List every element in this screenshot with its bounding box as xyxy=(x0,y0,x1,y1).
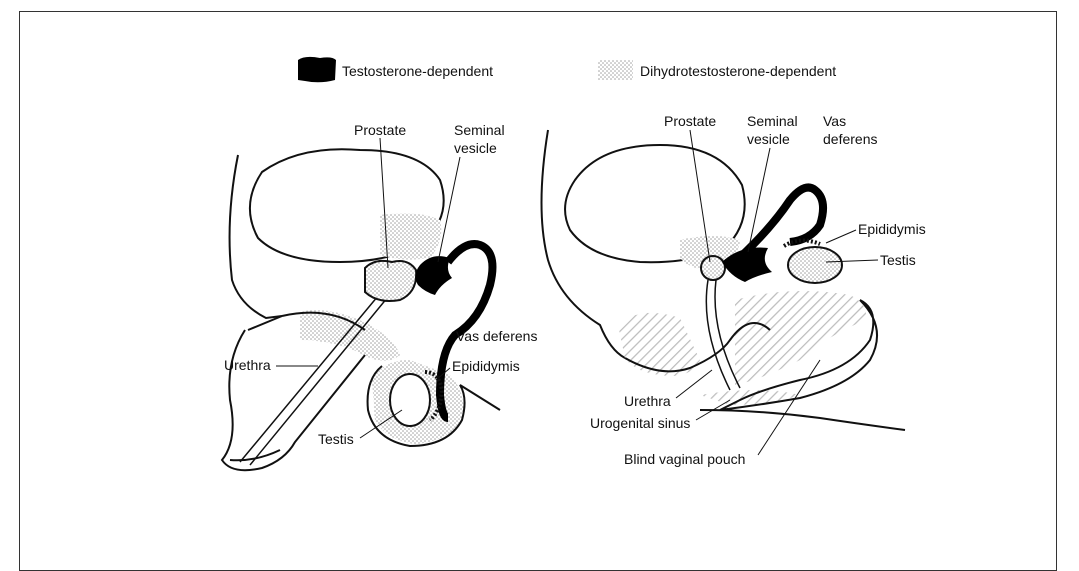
left-diagram xyxy=(222,149,500,470)
urethra-stipple-left xyxy=(300,310,400,361)
dht-legend-swatch xyxy=(598,60,633,80)
prostate-stipple-left xyxy=(380,213,441,259)
testis-left xyxy=(390,374,430,426)
hatch-region-3 xyxy=(700,390,800,405)
label-vas-right-2: deferens xyxy=(823,131,877,147)
label-seminal-right-2: vesicle xyxy=(747,131,790,147)
hatch-region-1 xyxy=(618,313,700,376)
anatomy-diagram: Testosterone-dependent Dihydrotestostero… xyxy=(0,0,1079,555)
label-seminal-left-1: Seminal xyxy=(454,122,505,138)
label-prostate-right: Prostate xyxy=(664,113,716,129)
hatch-region-2 xyxy=(735,291,866,385)
penis-lower-outline-left xyxy=(230,316,282,460)
legend: Testosterone-dependent Dihydrotestostero… xyxy=(298,57,836,82)
pouch-right-outline xyxy=(700,410,905,430)
testosterone-legend-swatch xyxy=(298,57,336,82)
label-vas-right-1: Vas xyxy=(823,113,846,129)
right-labels: Prostate Seminal vesicle Vas deferens Ep… xyxy=(590,113,926,467)
label-prostate-left: Prostate xyxy=(354,122,406,138)
right-diagram xyxy=(542,130,906,430)
label-blind-vaginal-pouch-right: Blind vaginal pouch xyxy=(624,451,745,467)
label-urethra-left: Urethra xyxy=(224,357,271,373)
label-seminal-right-1: Seminal xyxy=(747,113,798,129)
label-urethra-right: Urethra xyxy=(624,393,671,409)
label-urogenital-sinus-right: Urogenital sinus xyxy=(590,415,690,431)
legend-testosterone-label: Testosterone-dependent xyxy=(342,63,493,79)
prostate-right xyxy=(701,256,725,280)
seminal-vesicle-left xyxy=(415,256,452,295)
testis-right xyxy=(788,247,842,283)
label-testis-left: Testis xyxy=(318,431,354,447)
label-epididymis-left: Epididymis xyxy=(452,358,520,374)
label-seminal-left-2: vesicle xyxy=(454,140,497,156)
label-vas-deferens-left: Vas deferens xyxy=(456,328,537,344)
label-testis-right: Testis xyxy=(880,252,916,268)
body-outline-left xyxy=(230,155,282,318)
label-epididymis-right: Epididymis xyxy=(858,221,926,237)
legend-dht-label: Dihydrotestosterone-dependent xyxy=(640,63,836,79)
prostate-left xyxy=(365,261,416,301)
